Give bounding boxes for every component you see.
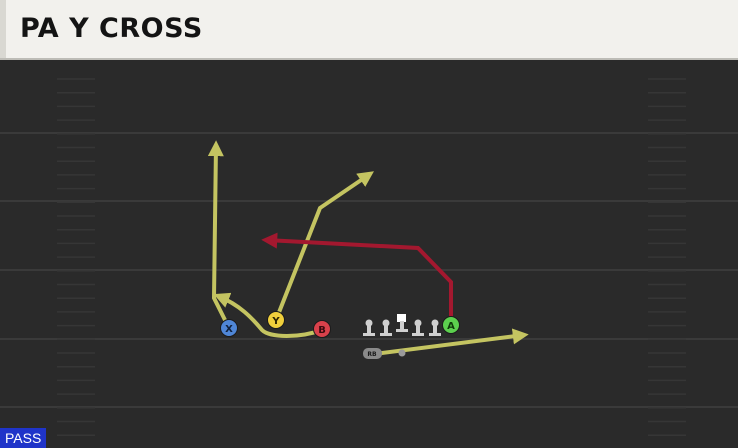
a-route-dig [261,232,453,318]
lineman-lt [363,319,375,336]
yard-lines [0,132,738,408]
player-y-label: Y [271,316,280,327]
hash-marks-left [57,78,95,436]
lineman-c [396,314,408,332]
player-rb-icon[interactable]: RB [363,348,382,359]
qb-marker [398,349,406,357]
lineman-lg [380,319,392,336]
lineman-rt [429,319,441,336]
offensive-line [363,314,441,336]
player-a-label: A [447,321,455,332]
play-type-badge: PASS [0,428,47,448]
player-b-icon[interactable]: B [313,320,331,338]
player-a-icon[interactable]: A [442,316,460,334]
play-title-bar: PA Y CROSS [0,0,738,60]
hash-marks-right [648,78,686,436]
rb-route-flat [373,328,529,356]
player-rb-label: RB [367,351,377,358]
y-route-post [274,171,374,321]
lineman-rg [412,319,424,336]
b-route-shallow [213,292,323,338]
play-field: X Y B A RB [0,78,738,436]
player-b-label: B [318,325,326,336]
player-x-label: X [225,324,233,335]
play-title: PA Y CROSS [20,13,203,44]
player-x-icon[interactable]: X [220,319,238,337]
player-y-icon[interactable]: Y [267,311,285,329]
title-accent [0,0,6,58]
